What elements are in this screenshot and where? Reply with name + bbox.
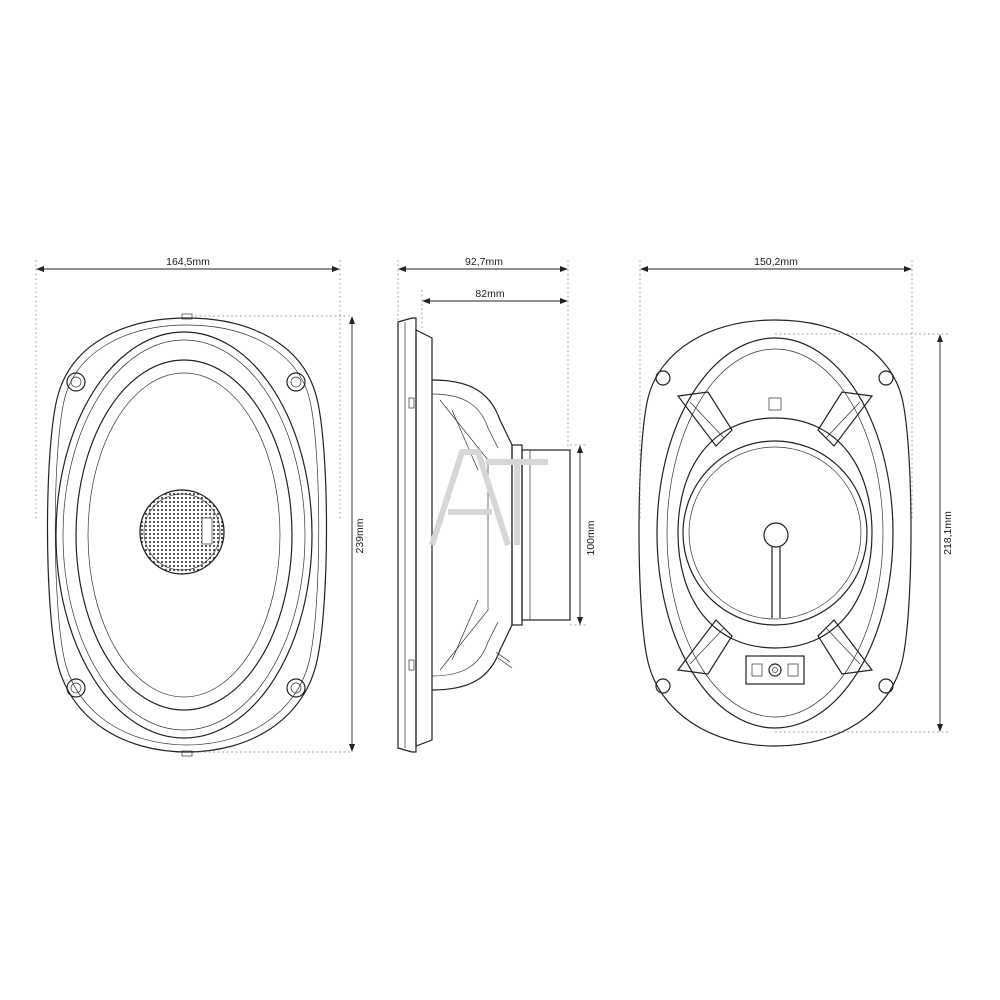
dim-back-height-label: 218,1mm <box>942 511 954 555</box>
dim-side-depth-mount-label: 82mm <box>475 288 504 300</box>
dim-side-depth-total-label: 92,7mm <box>465 256 503 268</box>
basket-spokes <box>676 391 874 675</box>
dim-magnet-diameter: 100mm <box>577 445 597 625</box>
dim-back-width-label: 150,2mm <box>754 256 798 268</box>
dim-side-depth-mount: 82mm <box>422 288 568 304</box>
front-view <box>35 260 352 757</box>
mount-holes-back <box>655 370 894 694</box>
dim-front-width-label: 164,5mm <box>166 256 210 268</box>
watermark-logo <box>429 449 548 546</box>
dim-back-height: 218,1mm <box>937 334 954 732</box>
dim-side-depth-total: 92,7mm <box>398 256 568 272</box>
dim-front-height-label: 239mm <box>354 518 366 553</box>
back-view <box>638 260 950 747</box>
dim-back-width: 150,2mm <box>640 256 912 272</box>
dim-magnet-diameter-label: 100mm <box>585 520 597 555</box>
tweeter-grille <box>139 489 225 575</box>
dim-front-width: 164,5mm <box>36 256 340 272</box>
side-view <box>397 260 588 753</box>
mount-holes-front <box>66 372 306 698</box>
terminal-block <box>745 655 805 685</box>
dim-front-height: 239mm <box>349 316 366 752</box>
